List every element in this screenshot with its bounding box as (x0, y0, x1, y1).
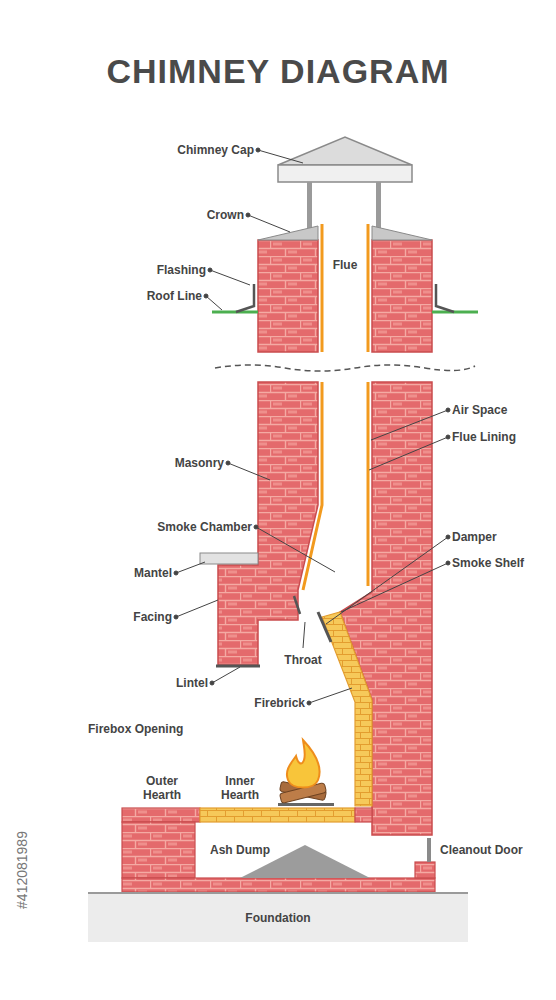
part-label: Facing (133, 610, 172, 624)
node-label: Foundation (245, 911, 310, 925)
part-label: Flue Lining (452, 430, 516, 444)
diagram-title: CHIMNEY DIAGRAM (0, 52, 556, 91)
flashing (236, 284, 254, 312)
masonry (372, 240, 432, 352)
cleanout-door (427, 838, 431, 862)
break-line (215, 365, 475, 371)
part-label: Roof Line (147, 289, 202, 303)
part-label: Lintel (176, 676, 208, 690)
flashing (436, 284, 454, 312)
part-label: Throat (284, 653, 321, 667)
part-label: Cleanout Door (440, 843, 523, 857)
ash-wall (415, 862, 435, 878)
masonry (258, 240, 318, 352)
roof-line (212, 311, 258, 314)
part-label: Chimney Cap (177, 143, 254, 157)
cap-post (307, 182, 312, 228)
outer-hearth (122, 808, 200, 822)
part-label: Outer Hearth (134, 774, 190, 802)
part-label: Ash Dump (210, 843, 270, 857)
cap-post (376, 182, 381, 228)
part-label: Masonry (175, 456, 224, 470)
mantel (200, 553, 258, 564)
cap-rim (278, 165, 412, 182)
part-label: Inner Hearth (212, 774, 268, 802)
grate (278, 803, 334, 806)
part-label: Air Space (452, 403, 507, 417)
watermark: #412081989 (14, 831, 30, 909)
part-label: Crown (207, 208, 244, 222)
part-label: Flue (333, 258, 358, 272)
foundation-block: Foundation (88, 892, 468, 942)
part-label: Damper (452, 530, 497, 544)
part-label: Mantel (134, 566, 172, 580)
ash-wall (122, 822, 195, 878)
lintel (216, 665, 260, 668)
hearth (355, 808, 372, 822)
damper (318, 612, 331, 642)
cap-roof (278, 137, 412, 165)
leader-lines (174, 148, 450, 705)
ash-floor (122, 878, 435, 892)
part-label: Smoke Chamber (157, 520, 252, 534)
flame (287, 740, 320, 788)
roof-line (432, 311, 478, 314)
flue-lining (321, 224, 324, 352)
damper (294, 596, 300, 614)
inner-hearth (200, 808, 355, 822)
crown (372, 226, 432, 240)
part-label: Firebox Opening (88, 722, 183, 736)
flue-lining (367, 382, 370, 586)
part-label: Smoke Shelf (452, 556, 524, 570)
crown (258, 226, 318, 240)
flue-lining (367, 224, 370, 352)
part-label: Flashing (157, 263, 206, 277)
part-label: Firebrick (254, 696, 305, 710)
